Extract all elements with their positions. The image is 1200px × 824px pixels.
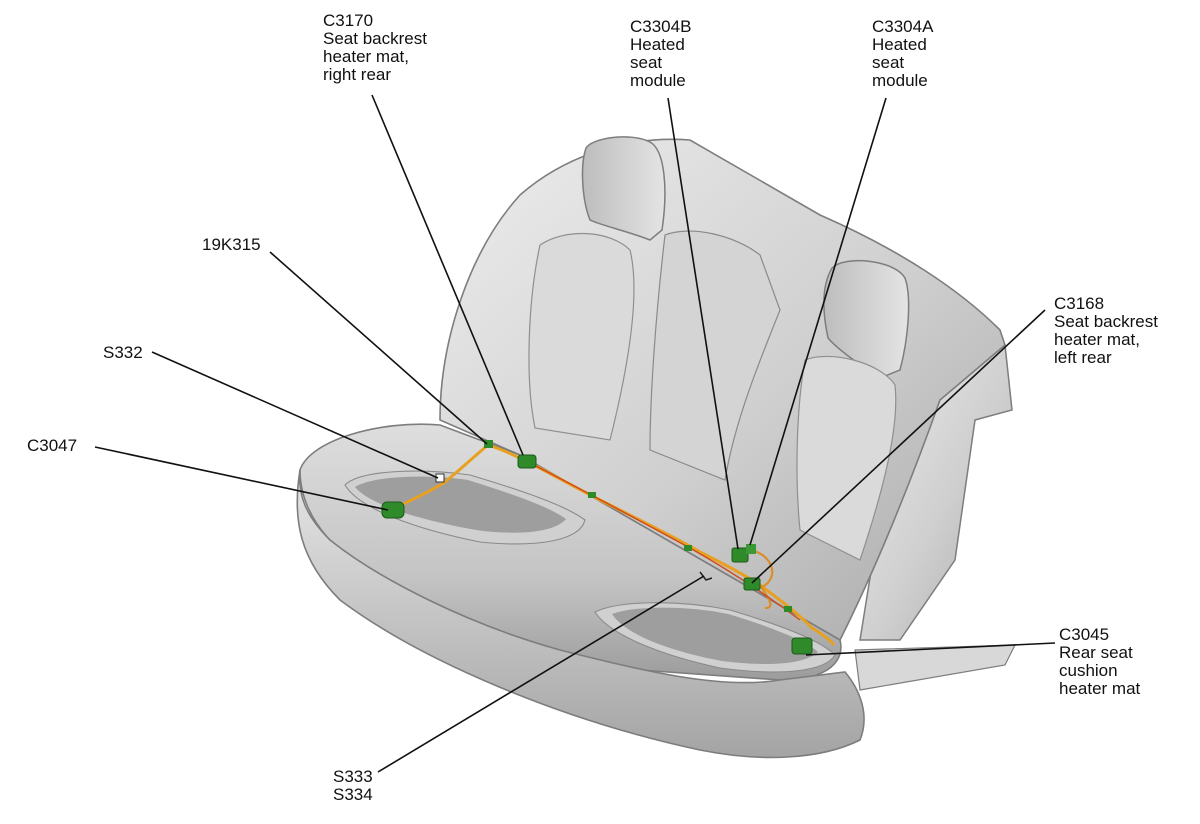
- connector-c3045: [791, 637, 813, 655]
- leader-lines: [94, 94, 1056, 773]
- callout-desc-line: cushion: [1059, 661, 1118, 680]
- callout-c3045: C3045 Rear seat cushion heater mat: [1059, 626, 1140, 698]
- leader-c3304a: [749, 97, 887, 546]
- callout-c3047: C3047: [27, 437, 77, 455]
- callout-19k315: 19K315: [202, 236, 261, 254]
- leader-c3304b: [667, 97, 739, 550]
- callout-desc-line: Heated: [630, 35, 685, 54]
- headrest-left: [823, 259, 910, 379]
- callout-code: C3047: [27, 436, 78, 455]
- leader-c3170: [371, 94, 524, 456]
- leader-c3045: [805, 642, 1056, 656]
- cushion-heater-mat-right: [355, 476, 566, 533]
- callout-desc-line: heater mat,: [323, 47, 409, 66]
- callout-desc-line: S334: [333, 785, 373, 804]
- callout-desc-line: seat: [630, 53, 663, 72]
- leader-s333: [377, 575, 705, 773]
- callout-code: S332: [103, 343, 143, 362]
- callout-desc-line: heater mat,: [1054, 330, 1140, 349]
- splice-s332: [435, 473, 445, 483]
- leader-s332: [151, 351, 439, 479]
- headrest-right: [581, 136, 666, 241]
- callout-code: 19K315: [202, 235, 261, 254]
- connector-c3170: [517, 454, 537, 469]
- leader-19k315: [269, 251, 488, 445]
- callout-code: C3045: [1059, 625, 1110, 644]
- callout-desc-line: Seat backrest: [1054, 312, 1158, 331]
- callout-desc-line: Seat backrest: [323, 29, 427, 48]
- callout-desc-line: heater mat: [1059, 679, 1141, 698]
- callout-desc-line: right rear: [323, 65, 392, 84]
- callout-c3168: C3168 Seat backrest heater mat, left rea…: [1054, 295, 1158, 367]
- callout-code: C3304B: [630, 17, 692, 36]
- cushion-heater-mat-left: [612, 607, 818, 664]
- callout-c3304b: C3304B Heated seat module: [630, 18, 691, 90]
- connector-c3304b: [731, 547, 749, 563]
- callout-desc-line: module: [630, 71, 686, 90]
- connector-c3047: [381, 501, 405, 519]
- callout-c3304a: C3304A Heated seat module: [872, 18, 933, 90]
- connector-c3304a: [746, 544, 756, 554]
- backrest-contour-left: [796, 355, 897, 561]
- seat-cushion-front: [296, 469, 865, 759]
- callout-desc-line: left rear: [1054, 348, 1112, 367]
- callout-s332: S332: [103, 344, 143, 362]
- callout-desc-line: Heated: [872, 35, 927, 54]
- callout-s333-s334: S333 S334: [333, 768, 373, 804]
- callout-code: C3168: [1054, 294, 1105, 313]
- connector-19k315: [484, 440, 493, 448]
- callout-desc-line: module: [872, 71, 928, 90]
- backrest-contour-right: [528, 232, 635, 441]
- harness-clip-1: [588, 492, 596, 498]
- splice-s333-s334: [699, 571, 713, 581]
- callout-desc-line: Rear seat: [1059, 643, 1133, 662]
- harness-clip-2: [684, 545, 692, 551]
- leader-c3168: [751, 309, 1046, 584]
- leader-c3047: [94, 446, 389, 511]
- callout-c3170: C3170 Seat backrest heater mat, right re…: [323, 12, 427, 84]
- callout-code: C3170: [323, 11, 374, 30]
- harness-clip-3: [784, 606, 792, 612]
- callout-desc-line: seat: [872, 53, 905, 72]
- callout-code: S333: [333, 767, 373, 786]
- backrest-center-panel: [649, 230, 781, 481]
- callout-code: C3304A: [872, 17, 934, 36]
- seat-cushion-base: [854, 644, 1016, 691]
- connector-c3168: [743, 577, 761, 591]
